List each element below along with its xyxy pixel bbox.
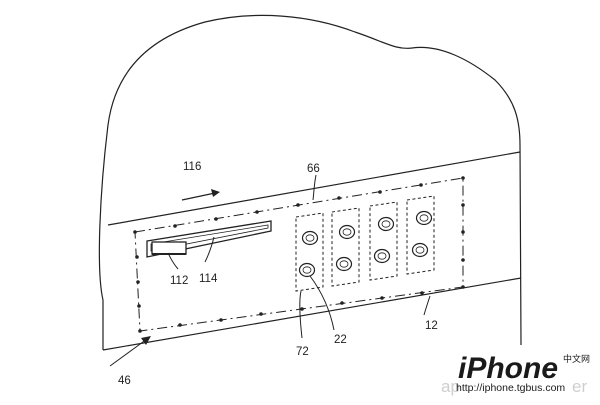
label-116: 116 (183, 161, 201, 173)
device-outline (98, 14, 522, 346)
module-2 (331, 207, 360, 287)
leader-46 (109, 338, 148, 367)
watermark-ghost-left: ap (441, 377, 460, 396)
module-4 (406, 195, 435, 275)
label-114: 114 (199, 273, 218, 285)
slot-114-inner (150, 224, 269, 252)
leader-112 (167, 252, 179, 270)
label-22: 22 (334, 334, 347, 346)
contacts-22 (298, 210, 433, 278)
leader-72 (299, 290, 303, 339)
module-boxes (295, 195, 435, 292)
module-72 (295, 212, 324, 292)
leader-22 (309, 275, 335, 331)
label-12: 12 (425, 320, 438, 332)
watermark-ghost-right: er (572, 377, 587, 396)
leader-46-arrowhead (141, 336, 151, 345)
module-3 (369, 201, 398, 281)
label-72: 72 (296, 346, 309, 358)
watermark: ap er iPhone 中文网 http://iphone.tgbus.com (441, 352, 590, 396)
leader-66 (312, 174, 317, 201)
edge-bottom-line (102, 277, 522, 351)
label-46: 46 (118, 375, 131, 387)
watermark-brand: iPhone (458, 352, 558, 385)
leader-12 (423, 295, 431, 316)
arrow-116 (181, 189, 220, 201)
watermark-tag: 中文网 (563, 353, 590, 365)
contacts-22-inner (302, 214, 429, 274)
watermark-url: http://iphone.tgbus.com (456, 382, 565, 394)
slider-112 (151, 241, 187, 255)
region-66-dots (133, 176, 465, 333)
label-66: 66 (307, 163, 320, 175)
leader-lines (109, 174, 431, 367)
leader-114 (204, 236, 215, 263)
label-112: 112 (170, 275, 188, 287)
